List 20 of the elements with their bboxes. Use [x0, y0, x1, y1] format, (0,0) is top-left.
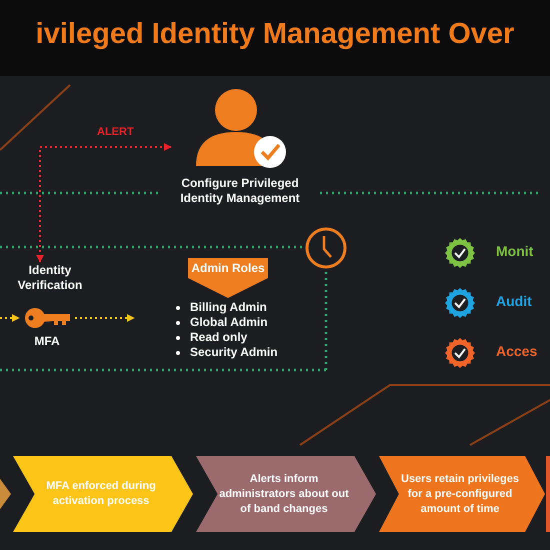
arrow: [75, 314, 135, 322]
feature-label: Acces: [496, 343, 538, 359]
process-step-banner: Alerts inform administrators about out of band changes: [196, 456, 376, 532]
feature-label: Monit: [496, 243, 534, 259]
title: ivileged Identity Management Over: [34, 18, 516, 51]
list-item: Read only: [190, 330, 248, 344]
process-step-banner: Users retain privileges for a pre-configured amount of time: [379, 456, 545, 532]
process-step-banner: MFA enforced during activation process: [13, 456, 193, 532]
list-item: Billing Admin: [190, 300, 267, 314]
process-step-banner: [546, 456, 550, 532]
feature-label: Audit: [496, 293, 532, 309]
arrow: [36, 143, 172, 263]
list-item: Global Admin: [190, 315, 268, 329]
node-label: Configure Privileged Identity Management: [179, 176, 301, 206]
list-item: Security Admin: [190, 345, 278, 359]
heading-banner: Admin Roles: [188, 258, 268, 298]
edge-label: ALERT: [95, 126, 136, 138]
node-label: Identity Verification: [5, 263, 95, 293]
node-label: MFA: [33, 334, 61, 349]
arrow: [0, 314, 20, 322]
